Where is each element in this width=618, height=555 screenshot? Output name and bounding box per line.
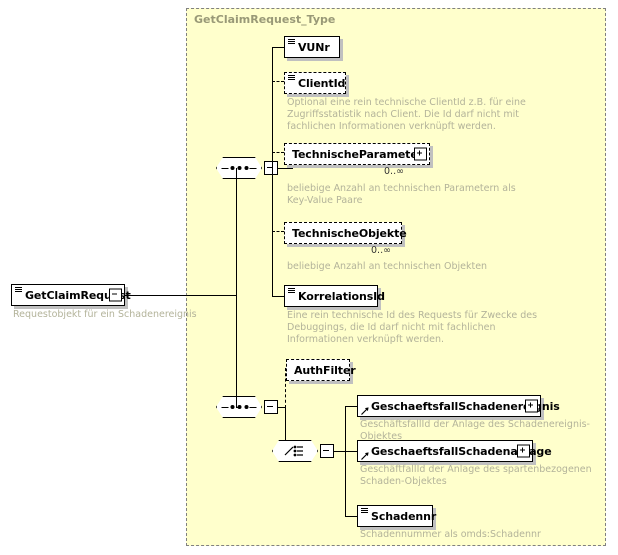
annotation-TechnischeParameter: beliebige Anzahl an technischen Paramete…: [287, 183, 516, 206]
choice-glyph: [284, 445, 303, 457]
compositor-sequence-2[interactable]: [216, 396, 278, 421]
connector-seq2-trunk-dashed: [285, 368, 286, 408]
connector-to-KorrelationsId: [272, 296, 284, 297]
connector-to-GeschaeftsfallSchadenereignis: [345, 406, 357, 407]
annotation-GeschaeftsfallSchadenereignis: GeschäftsfallId der Anlage des Schadener…: [360, 419, 590, 442]
annotation-ClientId: Optional eine rein technische ClientId z…: [287, 97, 526, 132]
element-type-icon: [288, 39, 295, 44]
plus-icon[interactable]: [517, 444, 530, 458]
annotation-KorrelationsId: Eine rein technische Id des Requests für…: [287, 310, 538, 345]
element-label: TechnischeParameter: [292, 147, 424, 161]
type-container-title: GetClaimRequest_Type: [194, 13, 336, 26]
sequence-dots: [221, 166, 257, 170]
element-box-Schadennr[interactable]: Schadennr: [357, 505, 437, 527]
connector-seq2-out: [277, 407, 285, 408]
element-label: AuthFilter: [294, 363, 356, 377]
minus-icon[interactable]: [109, 288, 122, 302]
sequence-dots: [221, 405, 257, 409]
element-label: ClientId: [298, 76, 346, 90]
element-box-TechnischeParameter[interactable]: TechnischeParameter: [284, 143, 430, 165]
connector-to-Schadennr: [345, 516, 357, 517]
connector-to-VUNr: [272, 47, 284, 48]
connector-to-TechnischeObjekte: [272, 231, 284, 232]
cardinality-TechnischeParameter: 0..∞: [384, 166, 404, 177]
connector-choice-out: [333, 451, 345, 452]
element-box-AuthFilter[interactable]: AuthFilter: [286, 359, 356, 381]
connector-seq1-trunk: [272, 47, 273, 296]
plus-icon[interactable]: [414, 147, 427, 161]
attribute-arrow-icon: [361, 452, 369, 460]
connector-root-to-sequence: [125, 295, 236, 296]
connector-seq2-in: [236, 407, 238, 408]
annotation-Schadennr: Schadennummer als omds:Schadennr: [360, 529, 541, 540]
element-label: KorrelationsId: [298, 289, 385, 303]
element-box-GetClaimRequest[interactable]: GetClaimRequest: [11, 284, 131, 306]
element-label: VUNr: [298, 40, 330, 54]
connector-root-vertical-lower: [236, 295, 237, 407]
connector-to-TechnischeParameter: [272, 152, 284, 153]
connector-seq2-trunk-solid: [285, 407, 286, 451]
compositor-choice-1[interactable]: [272, 440, 334, 465]
element-type-icon: [288, 288, 295, 293]
sequence-icon: [216, 396, 262, 418]
connector-to-ClientId: [272, 81, 284, 82]
element-box-VUNr[interactable]: VUNr: [284, 36, 340, 58]
element-box-TechnischeObjekte[interactable]: TechnischeObjekte: [284, 222, 407, 244]
attribute-arrow-icon: [361, 407, 369, 415]
minus-icon[interactable]: [264, 161, 278, 175]
sequence-icon: [216, 157, 262, 179]
plus-icon[interactable]: [525, 399, 538, 413]
element-box-GeschaeftsfallSchadenereignis[interactable]: GeschaeftsfallSchadenereignis: [357, 395, 560, 417]
element-box-KorrelationsId[interactable]: KorrelationsId: [284, 285, 385, 307]
element-label: GetClaimRequest: [25, 288, 131, 302]
element-label: GeschaeftsfallSchadenereignis: [371, 399, 560, 413]
connector-root-vertical: [236, 168, 237, 296]
connector-to-GeschaeftsfallSchadenanlage: [345, 451, 357, 452]
element-type-icon: [288, 75, 295, 80]
connector-choice-trunk: [345, 406, 346, 516]
annotation-GeschaeftsfallSchadenanlage: GeschäftfallId der Anlage des spartenbez…: [360, 464, 592, 487]
connector-seq1-out: [277, 168, 293, 169]
element-box-ClientId[interactable]: ClientId: [284, 72, 346, 94]
compositor-sequence-1[interactable]: [216, 157, 278, 182]
element-type-icon: [361, 508, 368, 513]
element-label: TechnischeObjekte: [292, 226, 407, 240]
element-type-icon: [15, 287, 22, 292]
cardinality-TechnischeObjekte: 0..∞: [371, 245, 391, 256]
element-label: GeschaeftsfallSchadenanlage: [371, 444, 552, 458]
annotation-TechnischeObjekte: beliebige Anzahl an technischen Objekten: [287, 261, 488, 272]
minus-icon[interactable]: [320, 444, 334, 458]
annotation-GetClaimRequest: Requestobjekt für ein Schadenereignis: [13, 309, 197, 320]
element-box-GeschaeftsfallSchadenanlage[interactable]: GeschaeftsfallSchadenanlage: [357, 440, 552, 462]
element-label: Schadennr: [371, 509, 437, 523]
minus-icon[interactable]: [264, 400, 278, 414]
choice-icon: [272, 440, 318, 462]
